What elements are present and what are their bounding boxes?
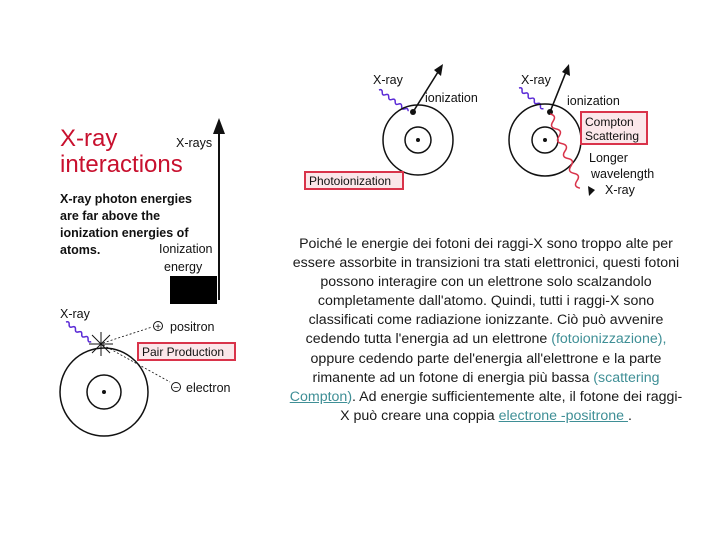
- desc-line2: are far above the: [60, 209, 160, 223]
- compton-xray-label: X-ray: [521, 73, 552, 87]
- photo-xray-photon: [378, 88, 409, 112]
- compton-scattering-box: [580, 111, 648, 145]
- longer-wavelength-label1: Longer: [589, 151, 628, 165]
- paragraph-text-4: .: [627, 407, 632, 424]
- pair-atom-inner-orbit: [86, 374, 122, 410]
- panel-title-line2: interactions: [60, 151, 183, 178]
- xray-interactions-panel: X-ray interactions X-rays X-ray photon e…: [59, 118, 236, 437]
- paragraph-text-2: oppure cedendo parte del'energia all'ele…: [310, 350, 662, 386]
- longer-wavelength-label3: X-ray: [605, 183, 636, 197]
- photo-atom-outer-orbit: [382, 104, 454, 176]
- paragraph-text-1: Poiché le energie dei fotoni dei raggi-X…: [292, 236, 680, 348]
- pair-xray-photon: [65, 320, 92, 343]
- desc-line4: atoms.: [60, 243, 100, 257]
- compton-atom-nucleus: [543, 138, 547, 142]
- fotoionizzazione-term: (fotoionizzazione),: [551, 331, 667, 348]
- pair-atom-outer-orbit: [59, 347, 149, 437]
- compton-ionization-label: ionization: [567, 94, 620, 108]
- compton-scattered-arrowhead: [588, 186, 595, 196]
- photo-electron-dot: [410, 109, 416, 115]
- positron-path: [102, 326, 153, 344]
- scattering-term-open: (scattering: [593, 369, 660, 386]
- scattering-term-close: ): [347, 388, 353, 405]
- ionization-energy-label2: energy: [164, 260, 203, 274]
- photo-atom-inner-orbit: [404, 126, 432, 154]
- pair-burst-icon: [89, 332, 113, 356]
- compton-scattered-photon: [549, 113, 581, 189]
- explanation-paragraph: Poiché le energie dei fotoni dei raggi-X…: [288, 235, 684, 426]
- compton-scattering-label2: Scattering: [585, 129, 639, 143]
- photo-atom-nucleus: [416, 138, 420, 142]
- pair-atom-nucleus: [102, 390, 106, 394]
- compton-link[interactable]: Compton: [289, 388, 348, 405]
- compton-panel: X-ray ionization Compton Scattering Long…: [508, 64, 654, 197]
- compton-electron-dot: [547, 109, 553, 115]
- photo-xray-label: X-ray: [373, 73, 404, 87]
- photoionization-box: [304, 171, 404, 190]
- photo-ejected-arrowhead: [434, 64, 443, 76]
- photo-ionization-label: ionization: [425, 91, 478, 105]
- desc-line3: ionization energies of: [60, 226, 189, 240]
- electron-positron-link[interactable]: electrone -positrone: [498, 407, 628, 424]
- electron-minus-sign: −: [173, 383, 179, 394]
- energy-axis-arrowhead: [213, 118, 225, 134]
- axis-label-xrays: X-rays: [176, 136, 212, 150]
- ionization-energy-label1: Ionization: [159, 242, 213, 256]
- electron-symbol-icon: [171, 382, 181, 392]
- panel-title-line1: X-ray: [60, 125, 117, 152]
- electron-label: electron: [186, 381, 231, 395]
- paragraph-text-3: . Ad energie sufficientemente alte, il f…: [340, 388, 683, 424]
- pair-xray-label: X-ray: [60, 307, 91, 321]
- positron-symbol-icon: [153, 321, 163, 331]
- pair-production-label: Pair Production: [142, 345, 224, 359]
- photoionization-label: Photoionization: [309, 174, 391, 188]
- pair-production-box: [137, 342, 236, 361]
- compton-scattering-label1: Compton: [585, 115, 634, 129]
- ionization-energy-bar: [170, 276, 217, 304]
- positron-label: positron: [170, 320, 215, 334]
- electron-path: [102, 344, 171, 383]
- compton-ejected-arrowhead: [562, 64, 570, 76]
- positron-plus-sign: +: [155, 322, 161, 333]
- photoionization-panel: X-ray ionization Photoionization: [304, 64, 478, 190]
- desc-line1: X-ray photon energies: [60, 192, 192, 206]
- longer-wavelength-label2: wavelength: [590, 167, 654, 181]
